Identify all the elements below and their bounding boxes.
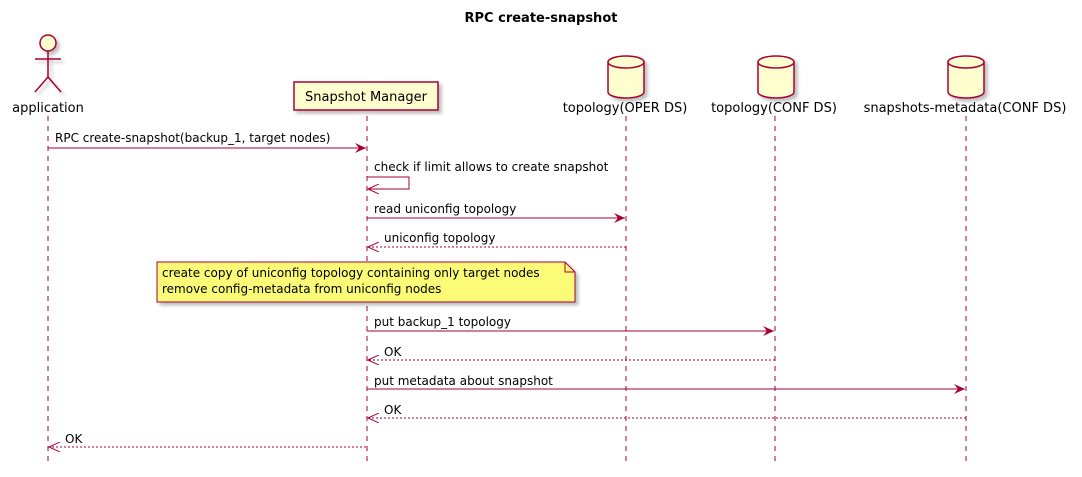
note-fold [564,262,575,273]
message-label-ok-application: OK [65,432,83,446]
message-label-ok-metadata: OK [384,403,402,417]
participant-label-snapshot-manager: Snapshot Manager [305,90,428,105]
database-icon-topology-conf [757,55,795,99]
message-label-check-limit: check if limit allows to create snapshot [374,160,609,174]
message-label-read-uniconfig-topology: read uniconfig topology [374,202,516,216]
note-box [156,261,576,303]
note-line-2: remove config-metadata from uniconfig no… [162,282,441,296]
database-icon-topology-oper [607,55,645,99]
message-label-put-metadata: put metadata about snapshot [374,374,553,388]
message-arrow-check-limit [367,176,410,189]
note-line-1: create copy of uniconfig topology contai… [162,266,540,280]
message-label-uniconfig-topology-return: uniconfig topology [384,231,495,245]
message-label-ok-conf: OK [384,345,402,359]
diagram-title: RPC create-snapshot [465,11,618,26]
participant-label-topology-oper: topology(OPER DS) [563,101,688,116]
actor-application [34,34,62,93]
participant-snapshot-manager [293,81,439,111]
database-icon-snapshots-metadata [947,55,985,99]
message-label-rpc-create-snapshot: RPC create-snapshot(backup_1, target nod… [55,131,330,145]
participant-label-topology-conf: topology(CONF DS) [711,101,837,116]
participant-label-snapshots-metadata: snapshots-metadata(CONF DS) [864,101,1067,116]
message-label-put-backup-topology: put backup_1 topology [374,315,511,329]
participant-label-application: application [12,101,84,116]
